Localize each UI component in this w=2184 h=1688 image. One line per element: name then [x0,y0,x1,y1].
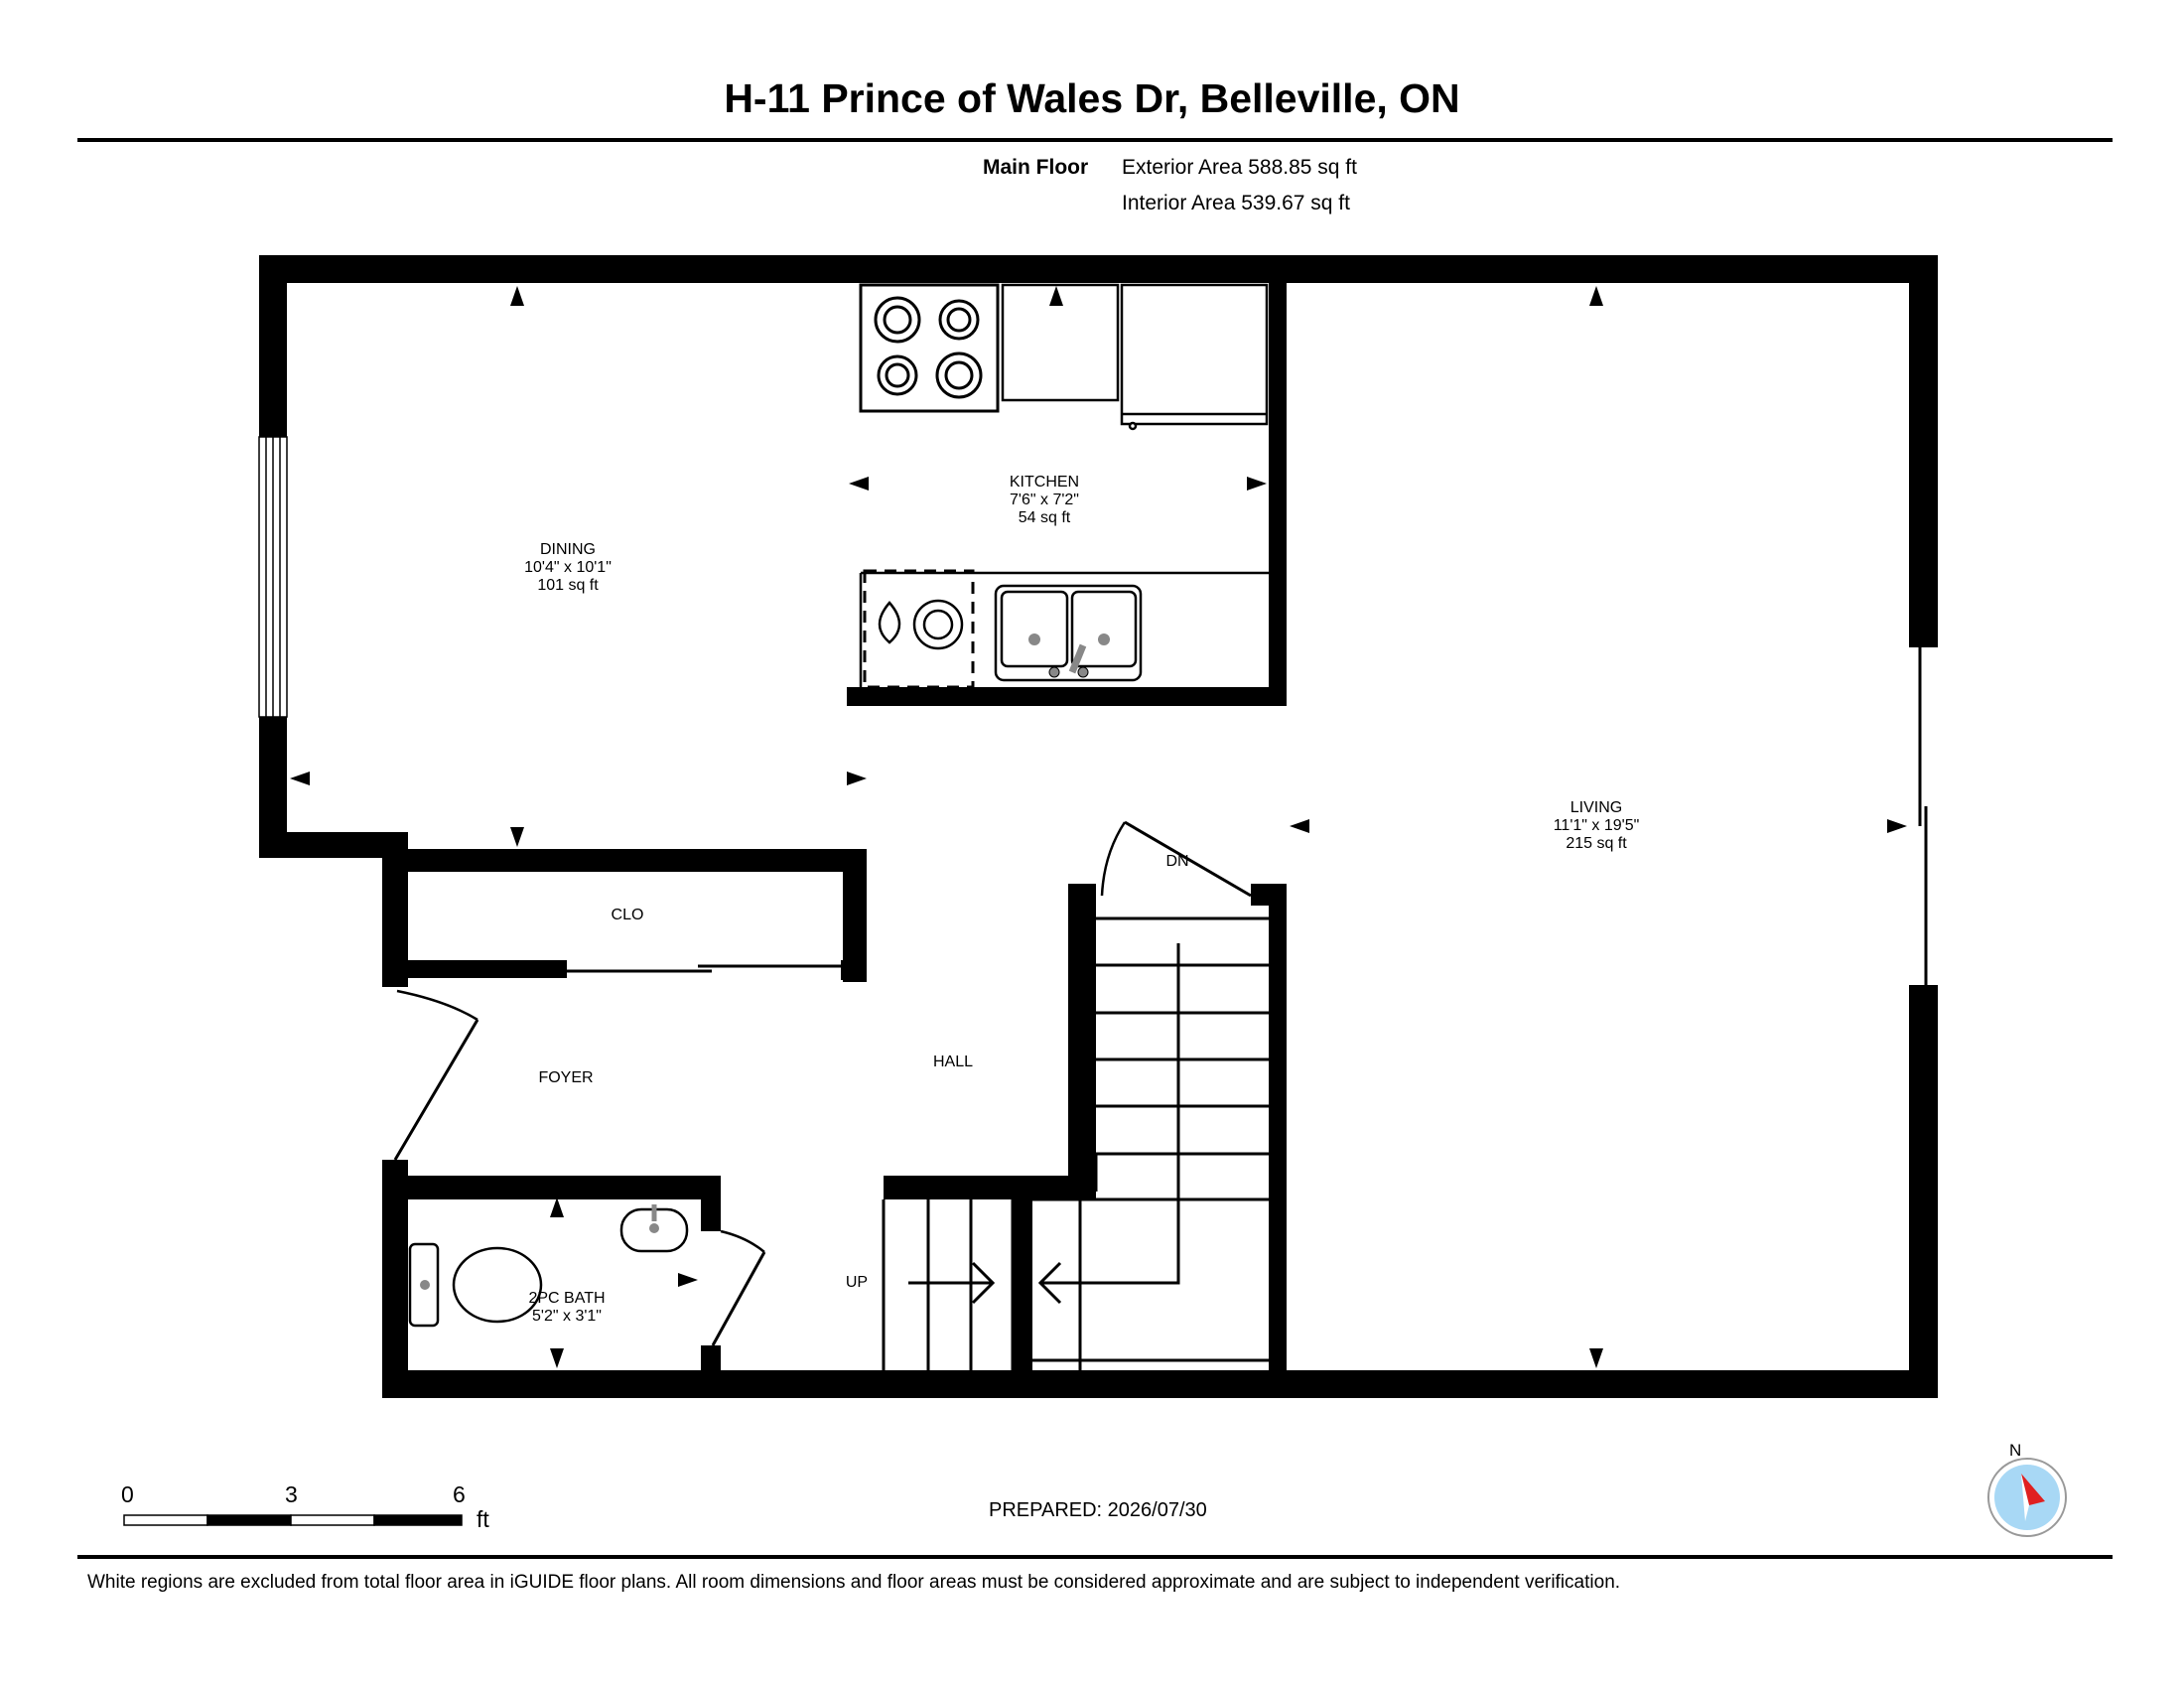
stairs-up [882,1199,1015,1370]
stair-divider-wall [1013,1176,1032,1384]
washer-dryer [878,599,964,650]
kitchen-name: KITCHEN [1010,474,1079,491]
walls [259,255,1938,1398]
scale-bar [123,1514,463,1526]
bath-door [711,1229,766,1346]
prepared-date: PREPARED: 2026/07/30 [989,1499,1207,1521]
bath-east-wall-lower [701,1345,721,1375]
front-door [393,989,479,1161]
closet-east-wall [843,849,867,982]
east-wall-upper [1909,255,1938,647]
disclaimer: White regions are excluded from total fl… [87,1572,1621,1593]
closet-label: CLO [612,907,644,923]
west-wall-upper [259,255,287,437]
closet-south-wall-right [841,960,867,980]
scale-tick-3: 3 [285,1481,298,1507]
dining-dims: 10'4" x 10'1" [524,559,612,576]
compass-icon [1987,1458,2067,1537]
stairs-down-label: DN [1165,853,1188,870]
bath-dims: 5'2" x 3'1" [532,1308,602,1325]
east-wall-lower [1909,985,1938,1398]
exterior-area: Exterior Area 588.85 sq ft [1122,156,1357,179]
dimension-arrows [290,286,1907,1368]
stairs-down [1032,916,1269,1370]
kitchen-dims: 7'6" x 7'2" [1010,492,1079,508]
closet-north-wall [382,849,867,872]
bath-name: 2PC BATH [528,1290,605,1307]
kitchen-east-wall [1269,255,1287,706]
stair-east-wall [1269,884,1287,1380]
scale-tick-6: 6 [453,1481,466,1507]
south-wall [382,1370,1938,1398]
dining-name: DINING [540,541,596,558]
closet-sliding-doors [567,964,843,973]
dishwasher [863,569,975,689]
kitchen-sink [994,584,1143,682]
floor-name: Main Floor [983,156,1089,179]
scale-unit: ft [477,1506,489,1532]
interior-area: Interior Area 539.67 sq ft [1122,192,1350,214]
closet-south-wall-left [382,960,567,978]
bath-sink [619,1204,689,1253]
kitchen-area: 54 sq ft [1019,509,1071,526]
living-dims: 11'1" x 19'5" [1554,817,1640,834]
toilet [408,1242,543,1328]
living-area: 215 sq ft [1566,835,1627,852]
header-divider [77,138,2113,142]
bath-north-wall [382,1176,721,1199]
kitchen-counter [859,571,1269,687]
refrigerator [1120,283,1269,431]
east-sliding-door [1918,647,1928,985]
stair-west-wall [1068,884,1096,1192]
compass-north-label: N [2009,1441,2021,1460]
stairs-up-label: UP [846,1274,868,1291]
up-stair-north-wall [884,1176,1096,1199]
stair-door [1100,820,1252,898]
bath-east-wall-upper [701,1176,721,1231]
hall-label: HALL [933,1054,973,1070]
dining-area: 101 sq ft [537,577,599,594]
footer-divider [77,1555,2113,1559]
kitchen-south-wall [847,687,1287,706]
living-name: LIVING [1570,799,1622,816]
stove [859,283,1000,413]
foyer-label: FOYER [538,1069,593,1086]
page-title: H-11 Prince of Wales Dr, Belleville, ON [724,75,1460,121]
north-wall [259,255,1938,283]
scale-tick-0: 0 [121,1481,134,1507]
west-window [258,436,288,718]
